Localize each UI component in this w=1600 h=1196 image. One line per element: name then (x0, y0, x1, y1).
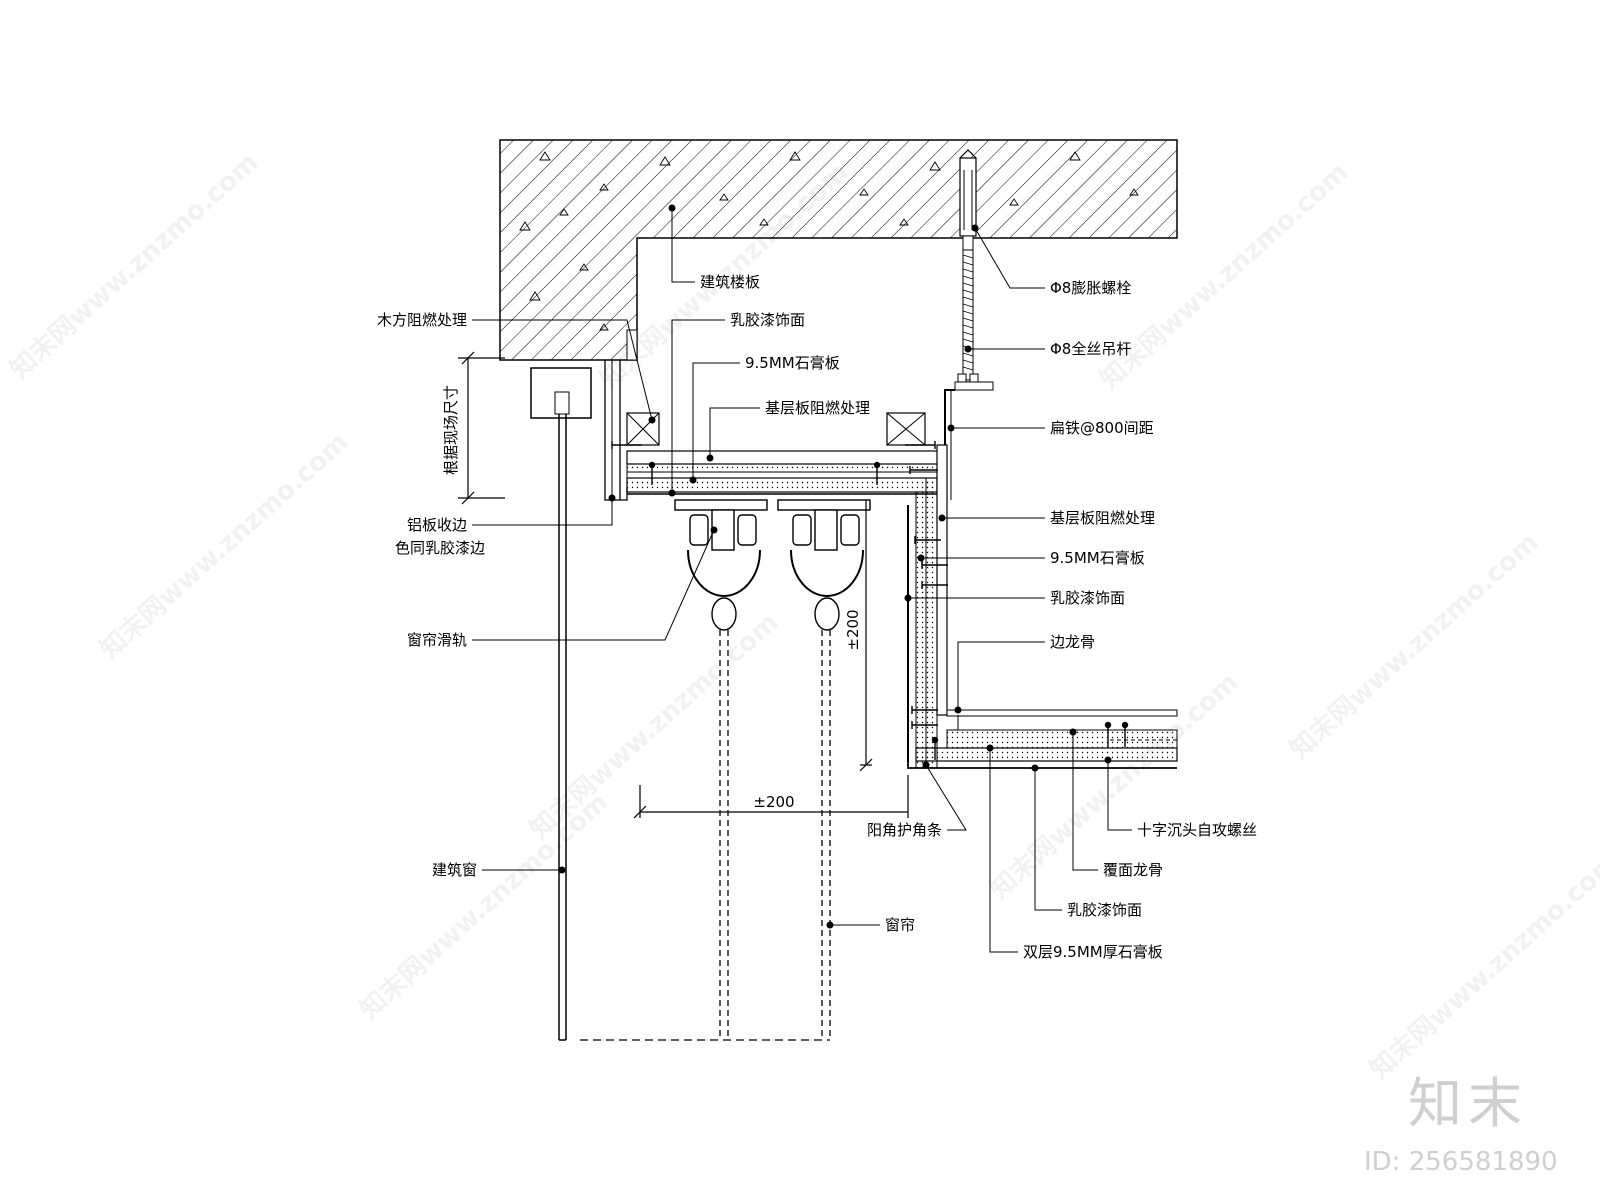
watermark-text: 知末网www.znzmo.com (95, 427, 355, 665)
label-expansion-bolt: Φ8膨胀螺栓 (1050, 279, 1131, 297)
label-wood-fireproof: 木方阻燃处理 (377, 311, 467, 329)
curtain-track-left (674, 499, 768, 631)
label-group: 建筑楼板 Φ8膨胀螺栓 Φ8全丝吊杆 木方阻燃处理 乳胶漆饰面 9.5MM石膏板… (377, 273, 1257, 961)
label-site-dimension: 根据现场尺寸 (442, 385, 460, 475)
wood-block (626, 412, 926, 446)
label-self-tapping-screw: 十字沉头自攻螺丝 (1137, 821, 1257, 839)
leader-lines (472, 204, 1132, 953)
label-dim-vertical: ±200 (844, 609, 862, 650)
curtains (580, 630, 831, 1041)
expansion-bolt (959, 149, 977, 251)
label-latex-paint-top: 乳胶漆饰面 (730, 311, 805, 329)
building-window (558, 414, 567, 1041)
label-gypsum-top: 9.5MM石膏板 (745, 354, 840, 372)
aggregate-marks (519, 151, 1139, 331)
label-latex-paint-bottom: 乳胶漆饰面 (1067, 901, 1142, 919)
label-double-gypsum: 双层9.5MM厚石膏板 (1023, 943, 1163, 961)
label-cover-keel: 覆面龙骨 (1103, 861, 1163, 879)
label-aluminum-edge: 铝板收边 (407, 516, 467, 534)
watermark-text: 知末网www.znzmo.com (1365, 847, 1600, 1085)
label-threaded-rod: Φ8全丝吊杆 (1050, 340, 1131, 358)
aluminum-edge (530, 329, 638, 501)
top-ceiling-layers (626, 450, 946, 495)
label-dim-horizontal: ±200 (753, 793, 794, 811)
threaded-rod (954, 249, 994, 391)
watermark-text: 知末网www.znzmo.com (5, 147, 265, 385)
label-base-board-fireproof-right: 基层板阻燃处理 (1050, 509, 1155, 527)
label-flat-iron: 扁铁@800间距 (1050, 419, 1154, 437)
watermark-group: 知末网www.znzmo.com 知末网www.znzmo.com 知末网www… (5, 147, 1600, 1085)
floor-slab (499, 139, 1178, 361)
label-edge-keel: 边龙骨 (1050, 633, 1095, 651)
watermark-text: 知末网www.znzmo.com (355, 787, 615, 1025)
vertical-ceiling-layers (907, 444, 948, 769)
screws (611, 441, 1129, 760)
label-floor-slab: 建筑楼板 (700, 273, 760, 291)
label-aluminum-edge-color: 色同乳胶漆边 (395, 539, 485, 557)
label-corner-guard: 阳角护角条 (867, 821, 942, 839)
dimension-lines (458, 351, 909, 819)
label-curtain: 窗帘 (885, 916, 915, 934)
lower-ceiling-layers (907, 709, 1178, 769)
label-building-window: 建筑窗 (432, 861, 477, 879)
watermark-text: 知末网www.znzmo.com (1285, 527, 1545, 765)
label-latex-paint-right: 乳胶漆饰面 (1050, 589, 1125, 607)
label-gypsum-right: 9.5MM石膏板 (1050, 549, 1145, 567)
label-base-board-fireproof-top: 基层板阻燃处理 (765, 399, 870, 417)
label-curtain-track: 窗帘滑轨 (407, 631, 467, 649)
curtain-track-right (777, 499, 871, 631)
watermark-text: 知末网www.znzmo.com (525, 607, 785, 845)
brand-logo: 知末 (1408, 1072, 1528, 1135)
image-id: ID: 256581890 (1364, 1147, 1558, 1177)
